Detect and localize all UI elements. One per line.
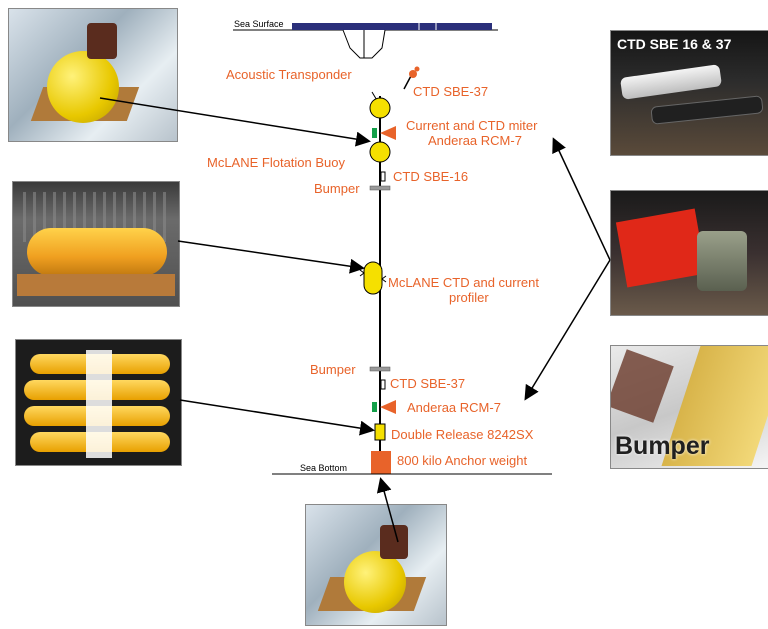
arrow-release-photo — [180, 400, 372, 430]
bumper-bottom-label: Bumper — [310, 362, 356, 377]
top-buoy-icon — [370, 98, 390, 118]
current-meter-bottom-icon — [380, 400, 396, 414]
current-meter-green-icon — [372, 128, 377, 138]
current-ctd-label-line1: Current and CTD miter — [406, 118, 537, 133]
current-ctd-label-line2: Anderaa RCM-7 — [428, 133, 522, 148]
bumper-top-icon — [370, 186, 390, 190]
anchor-weight-icon — [371, 451, 391, 474]
anchor-label: 800 kilo Anchor weight — [397, 453, 527, 468]
ctd-sbe16-label: CTD SBE-16 — [393, 169, 468, 184]
bumper-bottom-icon — [370, 367, 390, 371]
ship-hull — [292, 23, 492, 30]
ctd-sbe37-bottom-icon — [381, 380, 385, 389]
arrow-profiler-photo — [178, 241, 362, 268]
ctd-sbe37-bottom-label: CTD SBE-37 — [390, 376, 465, 391]
current-meter-bottom-green-icon — [372, 402, 377, 412]
flotation-buoy-icon — [370, 142, 390, 162]
ctd-sbe37-top-label: CTD SBE-37 — [413, 84, 488, 99]
profiler-label-line2: profiler — [449, 290, 489, 305]
bumper-top-label: Bumper — [314, 181, 360, 196]
double-release-icon — [375, 424, 385, 440]
arrow-right-up — [554, 140, 610, 260]
transponder-tip-icon — [415, 67, 420, 72]
sea-bottom-label: Sea Bottom — [300, 463, 347, 473]
sea-surface-label: Sea Surface — [234, 19, 284, 29]
anderaa-bottom-label: Anderaa RCM-7 — [407, 400, 501, 415]
double-release-label: Double Release 8242SX — [391, 427, 533, 442]
profiler-icon — [364, 262, 382, 294]
acoustic-transponder-label: Acoustic Transponder — [226, 67, 352, 82]
arrow-buoy-photo — [100, 98, 368, 141]
current-meter-icon — [380, 126, 396, 140]
profiler-sensor-right-icon — [382, 276, 386, 282]
transponder-icon — [409, 70, 417, 78]
profiler-label-line1: McLANE CTD and current — [388, 275, 539, 290]
profiler-sensor-left-icon — [360, 270, 364, 276]
arrow-anchor-photo — [381, 480, 398, 542]
mclane-buoy-label: McLANE Flotation Buoy — [207, 155, 345, 170]
ctd-sbe16-icon — [381, 172, 385, 181]
